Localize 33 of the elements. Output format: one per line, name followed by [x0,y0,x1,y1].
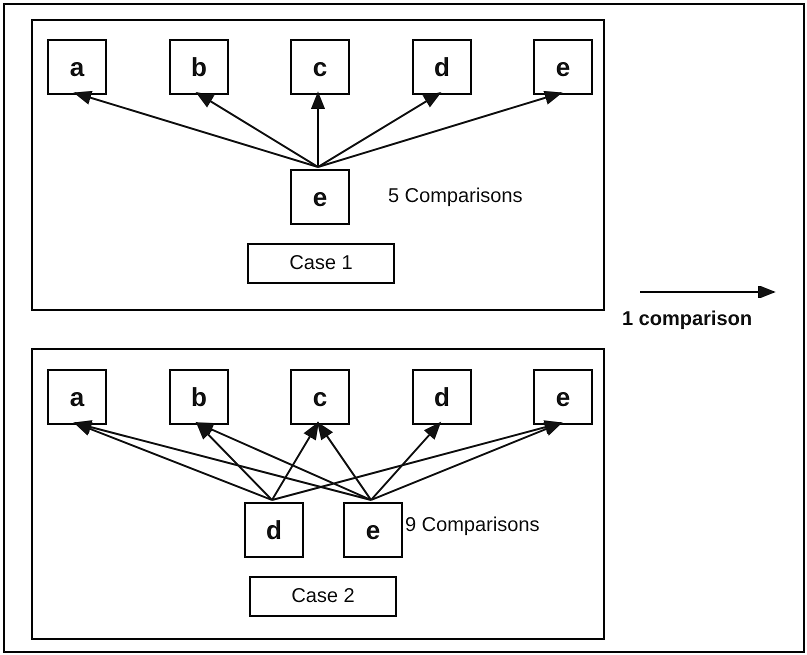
letter-box: e [533,39,593,95]
arrow [271,421,319,501]
letter-box: b [169,39,229,95]
letter-box: e [343,502,403,558]
arrow [318,90,563,168]
letter-box: d [412,369,472,425]
panel-frame [31,348,605,640]
letter-box: e [533,369,593,425]
arrow [310,91,326,167]
letter-box: a [47,369,107,425]
arrow [73,90,318,168]
letter-box: c [290,369,350,425]
letter-box: d [412,39,472,95]
arrow [317,92,442,168]
comparison-count: 9 Comparisons [405,514,540,537]
arrow [370,422,563,501]
letter-box: e [290,169,350,225]
letter-box: c [290,39,350,95]
arrow [73,420,372,501]
arrow [195,92,319,168]
letter-box: d [244,502,304,558]
arrow [196,422,273,501]
comparison-count: 5 Comparisons [388,185,523,208]
legend-text: 1 comparison [622,308,752,331]
letter-box: a [47,39,107,95]
letter-box: b [169,369,229,425]
case-label-box: Case 2 [249,576,397,617]
arrow [272,420,563,501]
arrow [195,422,372,501]
case-label-box: Case 1 [247,243,395,284]
arrow [316,422,372,501]
panel-frame [31,19,605,311]
arrow [370,422,442,501]
